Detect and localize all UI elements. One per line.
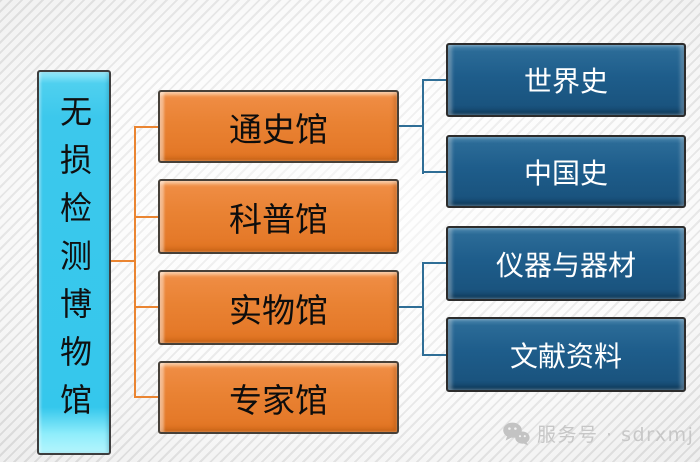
sub-node-chinese-history: 中国史 (446, 135, 686, 208)
hall-node-science-popularization: 科普馆 (158, 179, 399, 254)
connector-branch-hall-1 (134, 126, 160, 128)
connector-hall1-trunk (422, 79, 424, 174)
hall-node-general-history: 通史馆 (158, 90, 399, 163)
connector-branch-hall-4 (134, 396, 160, 398)
hall-node-label: 通史馆 (229, 109, 328, 149)
connector-hall3-trunk (422, 262, 424, 356)
root-node-label: 无损检测博物馆 (55, 94, 93, 431)
wechat-icon (502, 422, 530, 446)
connector-branch-hall-2 (134, 216, 160, 218)
sub-node-label: 文献资料 (509, 339, 622, 373)
sub-node-label: 世界史 (523, 65, 608, 98)
hall-node-label: 实物馆 (229, 290, 328, 330)
connector-hall1-stub (397, 125, 424, 127)
hall-node-label: 专家馆 (229, 380, 328, 420)
connector-branch-hall-3 (134, 306, 160, 308)
connector-root-stub (111, 260, 135, 262)
connector-branch-sub-2 (422, 171, 448, 173)
sub-node-label: 中国史 (523, 156, 608, 190)
root-node-museum: 无损检测博物馆 (37, 70, 111, 455)
hall-node-physical-objects: 实物馆 (158, 270, 399, 345)
sub-node-literature-materials: 文献资料 (446, 317, 686, 392)
hall-node-label: 科普馆 (229, 199, 328, 239)
hall-node-experts: 专家馆 (158, 361, 399, 434)
connector-branch-sub-3 (422, 262, 448, 264)
connector-branch-sub-1 (422, 79, 448, 81)
watermark-text: 服务号 · sdrxmj (537, 424, 695, 446)
connector-hall-trunk (134, 126, 136, 398)
connector-branch-sub-4 (422, 354, 448, 356)
sub-node-world-history: 世界史 (446, 43, 686, 117)
sub-node-label: 仪器与器材 (495, 248, 636, 282)
connector-hall3-stub (397, 306, 424, 308)
sub-node-instruments-equipment: 仪器与器材 (446, 226, 686, 301)
watermark: 服务号 · sdrxmj (502, 420, 694, 447)
